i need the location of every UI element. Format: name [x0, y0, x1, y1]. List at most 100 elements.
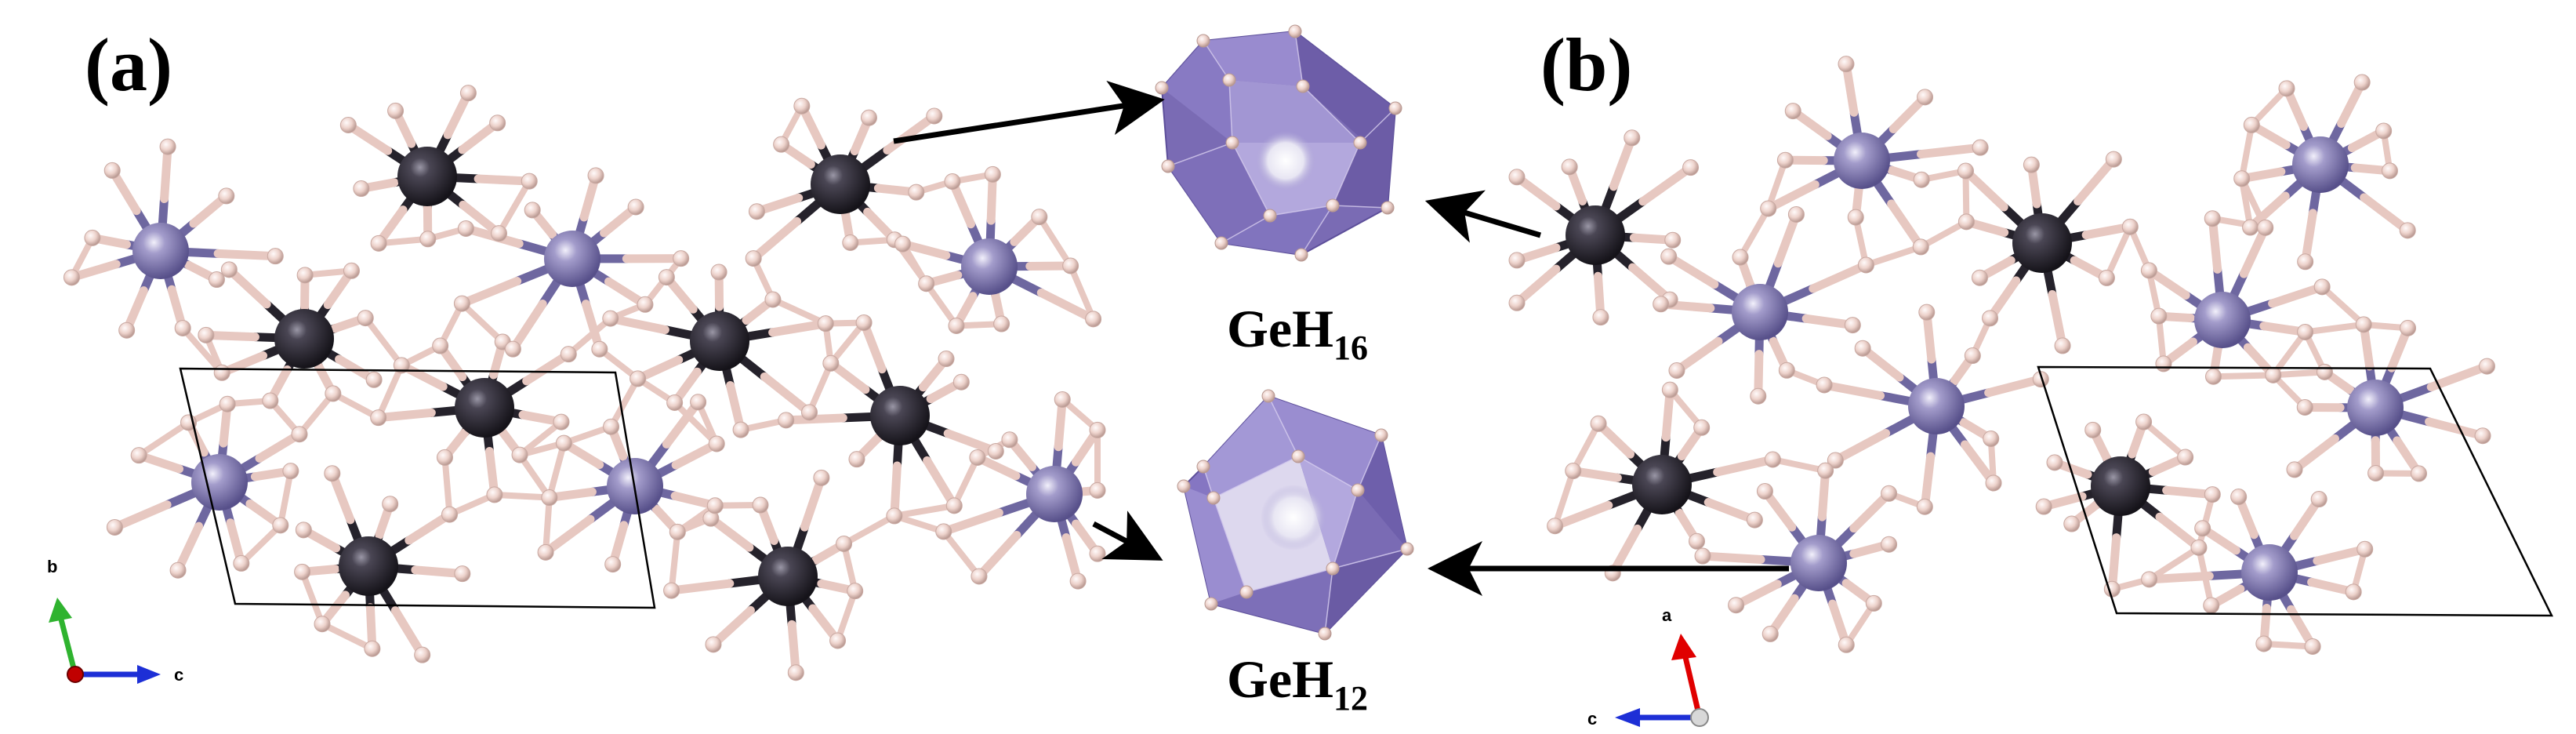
metal-hydrogen-bond — [1703, 498, 1759, 525]
hydrogen-hydrogen-bond — [806, 360, 834, 416]
germanium-atom — [1834, 133, 1890, 189]
hydrogen-atom — [491, 225, 508, 242]
hydrogen-atom — [511, 446, 528, 463]
dark-metal-atom — [2091, 456, 2150, 516]
metal-hydrogen-bond — [110, 500, 172, 532]
hydrogen-atom — [945, 497, 963, 514]
dark-metal-atom — [2012, 213, 2072, 273]
hydrogen-hydrogen-bond — [2238, 175, 2269, 231]
hydrogen-atom — [2243, 116, 2260, 133]
hydrogen-atom — [2297, 253, 2314, 271]
hydrogen-atom — [365, 371, 383, 388]
polyhedron-vertex-hydrogen — [1225, 136, 1239, 150]
hydrogen-atom — [1957, 162, 1975, 180]
hydrogen-atom — [984, 165, 1001, 183]
hydrogen-atom — [591, 340, 608, 358]
metal-hydrogen-bond — [2268, 282, 2327, 308]
hydrogen-atom — [1750, 387, 1767, 405]
hydrogen-atom — [130, 447, 147, 464]
hydrogen-hydrogen-bond — [827, 319, 868, 367]
hydrogen-atom — [2204, 368, 2222, 385]
metal-hydrogen-bond — [1920, 452, 1936, 511]
formula-geh12-main: GeH — [1227, 649, 1333, 709]
hydrogen-atom — [262, 392, 279, 409]
polyhedron-vertex-hydrogen — [1196, 34, 1210, 48]
hydrogen-hydrogen-bond — [1962, 168, 1970, 225]
hydrogen-atom — [2063, 515, 2081, 532]
hydrogen-atom — [2203, 597, 2220, 614]
hydrogen-atom — [1508, 169, 1526, 186]
hydrogen-atom — [847, 583, 864, 600]
polyhedron-vertex-hydrogen — [1288, 24, 1302, 38]
hydrogen-hydrogen-bond — [517, 452, 553, 501]
metal-hydrogen-bond — [1887, 199, 1925, 252]
hydrogen-atom — [2296, 398, 2313, 416]
hydrogen-atom — [908, 184, 925, 201]
hydrogen-atom — [1816, 376, 1833, 394]
hydrogen-atom — [1784, 103, 1801, 120]
hydrogen-hydrogen-bond — [671, 399, 720, 447]
hydrogen-atom — [1918, 303, 1936, 321]
hydrogen-atom — [1764, 451, 1781, 468]
hydrogen-atom — [291, 426, 308, 443]
polyhedron-vertex-hydrogen — [1263, 209, 1277, 223]
dark-metal-atom — [455, 378, 514, 438]
hydrogen-atom — [745, 250, 762, 267]
hydrogen-atom — [553, 413, 570, 431]
hydrogen-layer — [63, 85, 1106, 681]
hydrogen-atom — [2135, 413, 2153, 431]
metal-hydrogen-bond — [508, 300, 547, 354]
arrow-to-geh16-from-a — [893, 80, 1165, 144]
hydrogen-atom — [1985, 474, 2002, 492]
hydrogen-atom — [2286, 461, 2303, 478]
hydrogen-atom — [2278, 80, 2295, 97]
hydrogen-hydrogen-bond — [2238, 122, 2255, 182]
hydrogen-atom — [2140, 262, 2157, 279]
hydrogen-hydrogen-bond — [542, 494, 553, 556]
hydrogen-hydrogen-bond — [319, 620, 376, 652]
hydrogen-atom — [666, 394, 684, 411]
hydrogen-atom — [2297, 323, 2314, 340]
polyhedron-vertex-hydrogen — [1326, 561, 1340, 576]
metal-hydrogen-bond — [749, 216, 802, 263]
hydrogen-atom — [1844, 317, 1861, 334]
hydrogen-atom — [2367, 464, 2385, 481]
metal-hydrogen-bond — [768, 319, 830, 337]
polyhedron-vertex-hydrogen — [1374, 428, 1388, 442]
hydrogen-atom — [2035, 498, 2052, 515]
metal-hydrogen-bond — [1551, 500, 1613, 531]
hydrogen-atom — [339, 116, 357, 133]
hydrogen-atom — [1001, 431, 1018, 449]
polyhedron-vertex-hydrogen — [1388, 101, 1402, 115]
hydrogen-atom — [1982, 310, 1999, 327]
hydrogen-atom — [118, 322, 136, 339]
hydrogen-atom — [233, 554, 250, 572]
hydrogen-atom — [1746, 511, 1763, 529]
metal-hydrogen-bond — [923, 456, 959, 511]
hydrogen-atom — [2084, 421, 2102, 438]
hydrogen-atom — [2054, 337, 2071, 354]
hydrogen-atom — [1590, 415, 1607, 432]
metal-hydrogen-bond — [1961, 166, 2008, 212]
polyhedron-vertex-hydrogen — [1206, 491, 1221, 505]
polyhedron-vertex-hydrogen — [1294, 248, 1308, 262]
hydrogen-hydrogen-bond — [546, 440, 568, 501]
polyhedron-vertex-hydrogen — [1239, 585, 1254, 599]
axis-label-c: c — [174, 665, 183, 685]
hydrogen-atom — [314, 616, 331, 633]
formula-geh16: GeH16 — [1227, 302, 1368, 365]
hydrogen-hydrogen-bond — [2103, 223, 2134, 282]
dark-metal-atom — [1566, 205, 1625, 265]
hydrogen-atom — [705, 636, 722, 653]
hydrogen-atom — [2155, 355, 2172, 372]
metal-hydrogen-bond — [2239, 223, 2270, 278]
hydrogen-atom — [1693, 419, 1711, 436]
polyhedra-vertices — [1155, 24, 1414, 641]
hydrogen-hydrogen-bond — [296, 390, 336, 438]
hydrogen-atom — [2105, 151, 2122, 168]
hydrogen-atom — [669, 523, 686, 540]
metal-hydrogen-bond — [2425, 417, 2487, 441]
germanium-atom — [544, 231, 600, 287]
polyhedron-vertex-hydrogen — [1296, 79, 1310, 93]
